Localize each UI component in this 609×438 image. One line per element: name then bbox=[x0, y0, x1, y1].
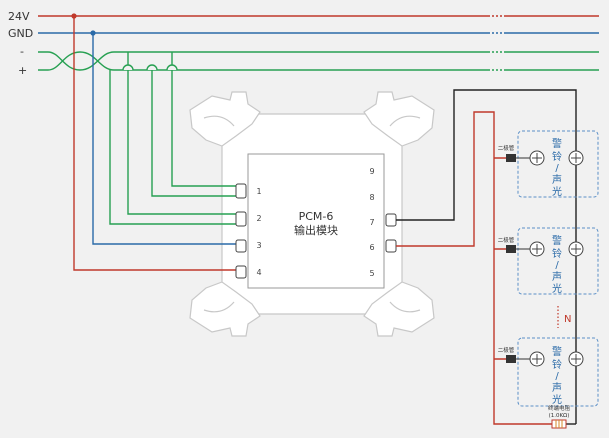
wire-t1-minus bbox=[171, 52, 236, 187]
bus-gnd-label: GND bbox=[8, 27, 33, 40]
alarm-label-char: / bbox=[555, 371, 559, 382]
resistor-value: (1.0KΩ) bbox=[549, 413, 570, 419]
screw-terminal-2 bbox=[235, 211, 247, 227]
wire-hops bbox=[122, 64, 178, 71]
alarm-label-char: 警 bbox=[552, 345, 562, 358]
diode-icon bbox=[506, 154, 516, 162]
screw-terminal-3 bbox=[235, 239, 247, 253]
alarm-label-char: 光 bbox=[552, 282, 562, 295]
wire-t2-minus bbox=[127, 52, 236, 215]
bus-minus-line bbox=[38, 51, 488, 71]
screw-terminal-4 bbox=[235, 265, 247, 279]
screw-terminal-7 bbox=[385, 213, 397, 227]
input-wires bbox=[73, 16, 236, 271]
wire-t1-plus bbox=[151, 70, 236, 197]
resistor-label: 终端电阻 bbox=[548, 404, 571, 412]
screw-cross-icon bbox=[571, 244, 581, 254]
alarm-label-char: 铃 bbox=[552, 247, 562, 260]
slot-bottom-right bbox=[389, 301, 421, 313]
alarm-label-char: 铃 bbox=[552, 150, 562, 163]
slot-top-left bbox=[203, 115, 235, 127]
wire-t4-24v bbox=[73, 16, 236, 271]
wire-t2-plus bbox=[109, 70, 236, 225]
terminal-resistor: 终端电阻 (1.0KΩ) bbox=[548, 404, 571, 429]
alarm-label-char: 光 bbox=[552, 185, 562, 198]
alarm-label-char: / bbox=[555, 260, 559, 271]
terminal-7-number: 7 bbox=[369, 218, 374, 227]
hop-t2-minus bbox=[122, 64, 134, 71]
left-terminal-screws bbox=[235, 183, 247, 279]
alarm-label-char: 声 bbox=[552, 270, 562, 283]
module-label-panel bbox=[247, 153, 385, 289]
slot-bottom-left bbox=[203, 301, 235, 313]
wire-t3-gnd bbox=[92, 33, 236, 245]
screw-terminal-6 bbox=[385, 239, 397, 253]
terminal-4-number: 4 bbox=[256, 268, 261, 277]
bus-lines bbox=[38, 15, 599, 71]
diode-icon bbox=[506, 245, 516, 253]
junction-24v-dot bbox=[71, 13, 77, 19]
diode-icon bbox=[506, 355, 516, 363]
terminal-5-number: 5 bbox=[369, 269, 374, 278]
diode-label: 二极管 bbox=[498, 346, 515, 354]
alarm-unit-3: 二极管 警 铃 / 声 光 bbox=[494, 337, 599, 407]
screw-cross-icon bbox=[571, 153, 581, 163]
module-model: PCM-6 bbox=[299, 210, 334, 223]
terminal-1-number: 1 bbox=[256, 187, 261, 196]
terminal-6-number: 6 bbox=[369, 243, 374, 252]
diode-label: 二极管 bbox=[498, 144, 515, 152]
alarm-unit-label: 警 铃 / 声 光 bbox=[552, 137, 562, 198]
alarm-unit-2: 二极管 警 铃 / 声 光 bbox=[494, 227, 599, 295]
output-wires bbox=[396, 89, 577, 425]
hop-t1-minus bbox=[166, 64, 178, 71]
terminal-8-number: 8 bbox=[369, 193, 374, 202]
repeat-marker-n: N bbox=[564, 314, 571, 325]
alarm-label-char: 警 bbox=[552, 137, 562, 150]
screw-cross-icon bbox=[532, 244, 542, 254]
wire-output-red bbox=[396, 111, 552, 425]
hop-t1-plus bbox=[146, 64, 158, 71]
alarm-label-char: 铃 bbox=[552, 358, 562, 371]
screw-cross-icon bbox=[532, 153, 542, 163]
alarm-unit-1: 二极管 警 铃 / 声 光 bbox=[494, 130, 599, 198]
bus-minus-label: - bbox=[20, 45, 24, 58]
module-name: 输出模块 bbox=[294, 223, 338, 237]
alarm-label-char: 光 bbox=[552, 393, 562, 406]
right-terminal-screws bbox=[385, 213, 397, 253]
alarm-label-char: 声 bbox=[552, 381, 562, 394]
alarm-unit-box bbox=[517, 227, 599, 295]
screw-terminal-1 bbox=[235, 183, 247, 199]
alarm-unit-box bbox=[517, 337, 599, 407]
bus-plus-line bbox=[38, 51, 488, 71]
alarm-label-char: 警 bbox=[552, 234, 562, 247]
diode-label: 二极管 bbox=[498, 236, 515, 244]
alarm-label-char: / bbox=[555, 163, 559, 174]
wire-output-black bbox=[396, 89, 577, 424]
terminal-3-number: 3 bbox=[256, 241, 261, 250]
terminal-2-number: 2 bbox=[256, 214, 261, 223]
screw-cross-icon bbox=[571, 354, 581, 364]
alarm-label-char: 声 bbox=[552, 173, 562, 186]
bus-plus-label: + bbox=[18, 64, 27, 77]
slot-top-right bbox=[389, 115, 421, 127]
screw-cross-icon bbox=[532, 354, 542, 364]
terminal-9-number: 9 bbox=[369, 167, 374, 176]
bus-24v-label: 24V bbox=[8, 10, 30, 23]
bracket-slots bbox=[203, 115, 421, 313]
alarm-unit-box bbox=[517, 130, 599, 198]
